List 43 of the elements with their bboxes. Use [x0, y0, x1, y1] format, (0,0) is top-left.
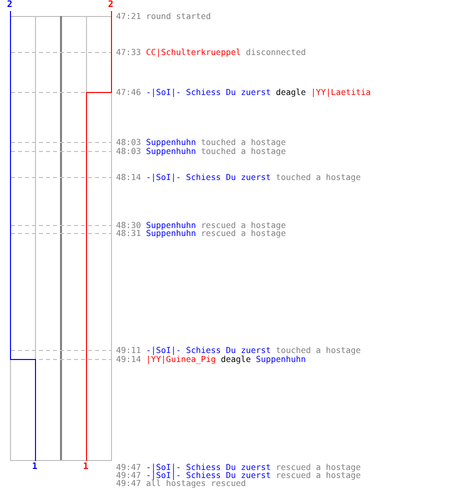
- event-time: 48:03: [116, 137, 141, 147]
- player-count: 2: [7, 1, 12, 10]
- event-time: 48:03: [116, 146, 141, 156]
- player-name: |YY|Laetitia: [310, 87, 371, 97]
- player-name: Suppenhuhn: [146, 137, 196, 147]
- event-text: rescued a hostage: [276, 470, 361, 480]
- player-name: -|SoI|- Schiess Du zuerst: [146, 172, 271, 182]
- event-time: 49:47: [116, 462, 141, 472]
- player-name: -|SoI|- Schiess Du zuerst: [146, 462, 271, 472]
- player-name: Suppenhuhn: [146, 146, 196, 156]
- player-name: -|SoI|- Schiess Du zuerst: [146, 87, 271, 97]
- player-name: -|SoI|- Schiess Du zuerst: [146, 470, 271, 480]
- event-text: round started: [146, 11, 211, 21]
- player-name: CC|Schulterkrueppel: [146, 47, 241, 57]
- player-name: -|SoI|- Schiess Du zuerst: [146, 345, 271, 355]
- weapon-name: deagle: [220, 354, 251, 364]
- event-text: rescued a hostage: [276, 462, 361, 472]
- event-text: touched a hostage: [200, 137, 286, 147]
- player-name: |YY|Guinea_Pig: [146, 354, 216, 364]
- player-count: 1: [83, 463, 88, 472]
- event-time: 49:14: [116, 354, 141, 364]
- event-time: 47:46: [116, 87, 141, 97]
- event-time: 47:21: [116, 11, 141, 21]
- event-time: 49:47: [116, 470, 141, 480]
- event-time: 47:33: [116, 47, 141, 57]
- player-count: 2: [108, 1, 114, 10]
- player-count: 1: [32, 463, 38, 472]
- event-text: touched a hostage: [200, 146, 286, 156]
- player-name: Suppenhuhn: [146, 220, 196, 230]
- player-name: Suppenhuhn: [256, 354, 306, 364]
- weapon-name: deagle: [276, 87, 306, 97]
- player-name: Suppenhuhn: [146, 228, 196, 238]
- event-text: touched a hostage: [276, 345, 361, 355]
- event-time: 49:47: [116, 478, 141, 488]
- event-time: 48:31: [116, 228, 141, 238]
- event-text: disconnected: [246, 47, 306, 57]
- event-text: all hostages rescued: [146, 478, 246, 488]
- event-text: rescued a hostage: [200, 228, 286, 238]
- event-time: 48:30: [116, 220, 141, 230]
- event-text: rescued a hostage: [200, 220, 286, 230]
- event-time: 49:11: [116, 345, 141, 355]
- event-text: touched a hostage: [276, 172, 361, 182]
- event-time: 48:14: [116, 172, 141, 182]
